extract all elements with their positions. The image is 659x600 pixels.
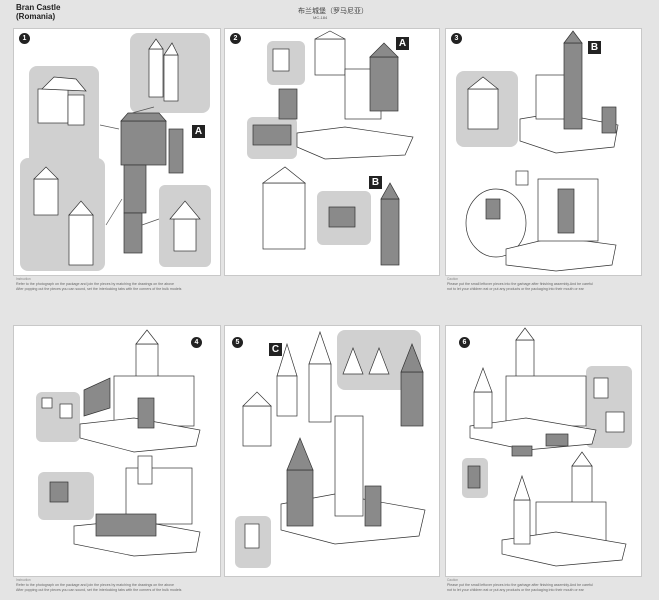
step-6-number: 6 bbox=[459, 337, 470, 348]
step-3-badge-b: B bbox=[588, 41, 601, 54]
document-title: Bran Castle (Romania) bbox=[16, 3, 60, 21]
instruction-note-bottom: Instruction Refer to the photograph on t… bbox=[16, 578, 181, 593]
instruction-line-2: After popping out the pieces you can sou… bbox=[16, 287, 182, 291]
instruction-line-2-bottom: After popping out the pieces you can sou… bbox=[16, 588, 182, 592]
caution-label: Caution bbox=[447, 277, 458, 281]
step-1-illustration bbox=[20, 33, 211, 271]
step-5-panel: 5 C bbox=[224, 325, 440, 577]
step-5-illustration bbox=[235, 330, 426, 568]
model-number: MC-184 bbox=[313, 15, 328, 20]
title-line-1: Bran Castle bbox=[16, 3, 61, 12]
step-1-panel: 1 A bbox=[13, 28, 221, 276]
caution-line-2: not to let your children eat or put any … bbox=[447, 287, 584, 291]
step-2-badge-b: B bbox=[369, 176, 382, 189]
caution-line-1: Please put the small leftover pieces int… bbox=[447, 282, 593, 286]
step-1-number: 1 bbox=[19, 33, 30, 44]
instruction-line-1-bottom: Refer to the photograph on the package a… bbox=[16, 583, 175, 587]
step-2-badge-a: A bbox=[396, 37, 409, 50]
step-3-illustration bbox=[456, 30, 619, 272]
step-6-illustration bbox=[462, 327, 632, 567]
title-line-2: (Romania) bbox=[16, 12, 56, 21]
step-3-panel: 3 B bbox=[445, 28, 642, 276]
step-4-panel: 4 bbox=[13, 325, 221, 577]
step-1-badge-a: A bbox=[192, 125, 205, 138]
step-2-number: 2 bbox=[230, 33, 241, 44]
caution-label-bottom: Caution bbox=[447, 578, 458, 582]
caution-note-top: Caution Please put the small leftover pi… bbox=[447, 277, 593, 292]
chinese-title: 布兰城堡（罗马尼亚） bbox=[298, 7, 368, 15]
caution-line-2-bottom: not to let your children eat or put any … bbox=[447, 588, 584, 592]
step-5-number: 5 bbox=[232, 337, 243, 348]
caution-line-1-bottom: Please put the small leftover pieces int… bbox=[447, 583, 593, 587]
step-6-panel: 6 bbox=[445, 325, 642, 577]
step-5-badge-c: C bbox=[269, 343, 282, 356]
instruction-label: Instruction bbox=[16, 277, 31, 281]
step-2-illustration bbox=[247, 30, 414, 266]
step-2-panel: 2 A B bbox=[224, 28, 440, 276]
instruction-note-top: Instruction Refer to the photograph on t… bbox=[16, 277, 181, 292]
step-3-number: 3 bbox=[451, 33, 462, 44]
caution-note-bottom: Caution Please put the small leftover pi… bbox=[447, 578, 593, 593]
step-4-illustration bbox=[36, 329, 201, 557]
instruction-line-1: Refer to the photograph on the package a… bbox=[16, 282, 175, 286]
step-4-number: 4 bbox=[191, 337, 202, 348]
instruction-label-bottom: Instruction bbox=[16, 578, 31, 582]
